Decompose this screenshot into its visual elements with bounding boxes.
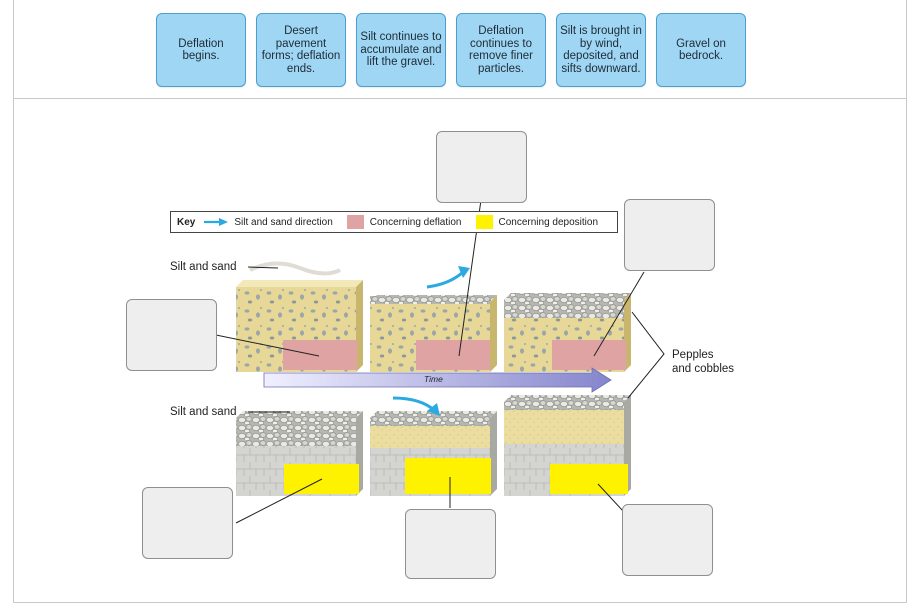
deposition-swatch-icon <box>475 215 493 229</box>
drop-target-deposition-2[interactable] <box>405 509 496 579</box>
legend-item-deposition: Concerning deposition <box>498 216 599 228</box>
silt-sand-label-bottom: Silt and sand <box>170 406 237 418</box>
deflation-marker <box>552 340 626 370</box>
legend-item-deflation: Concerning deflation <box>369 216 462 228</box>
deposition-marker <box>550 464 628 494</box>
drop-target-deposition-3[interactable] <box>622 504 713 576</box>
answer-tile[interactable]: Deflation begins. <box>156 13 246 87</box>
drop-target-deflation-3[interactable] <box>624 199 715 271</box>
deposition-marker <box>405 458 491 494</box>
drop-target-deposition-1[interactable] <box>142 487 233 559</box>
answer-tile[interactable]: Desert pavement forms; deflation ends. <box>256 13 346 87</box>
legend-item-direction: Silt and sand direction <box>234 216 333 228</box>
pebbles-label: Pepples and cobbles <box>672 348 734 376</box>
pebbles-label-line1: Pepples <box>672 349 714 361</box>
answer-tile[interactable]: Silt is brought in by wind, deposited, a… <box>556 13 646 87</box>
deflation-marker <box>283 340 357 370</box>
time-label: Time <box>424 374 443 384</box>
deflation-marker <box>416 340 490 370</box>
drop-target-deflation-2[interactable] <box>436 131 527 203</box>
drop-target-deflation-1[interactable] <box>126 299 217 371</box>
time-arrow <box>263 367 612 393</box>
legend: Key Silt and sand direction Concerning d… <box>170 211 618 233</box>
pebbles-label-line2: and cobbles <box>672 363 735 375</box>
answer-tile[interactable]: Silt continues to accumulate and lift th… <box>356 13 446 87</box>
arrow-icon <box>204 218 229 226</box>
silt-sand-label-top: Silt and sand <box>170 261 237 273</box>
legend-title: Key <box>177 216 196 228</box>
answer-tile[interactable]: Gravel on bedrock. <box>656 13 746 87</box>
tray-divider <box>13 98 907 99</box>
answer-tile[interactable]: Deflation continues to remove finer part… <box>456 13 546 87</box>
deflation-swatch-icon <box>346 215 364 229</box>
